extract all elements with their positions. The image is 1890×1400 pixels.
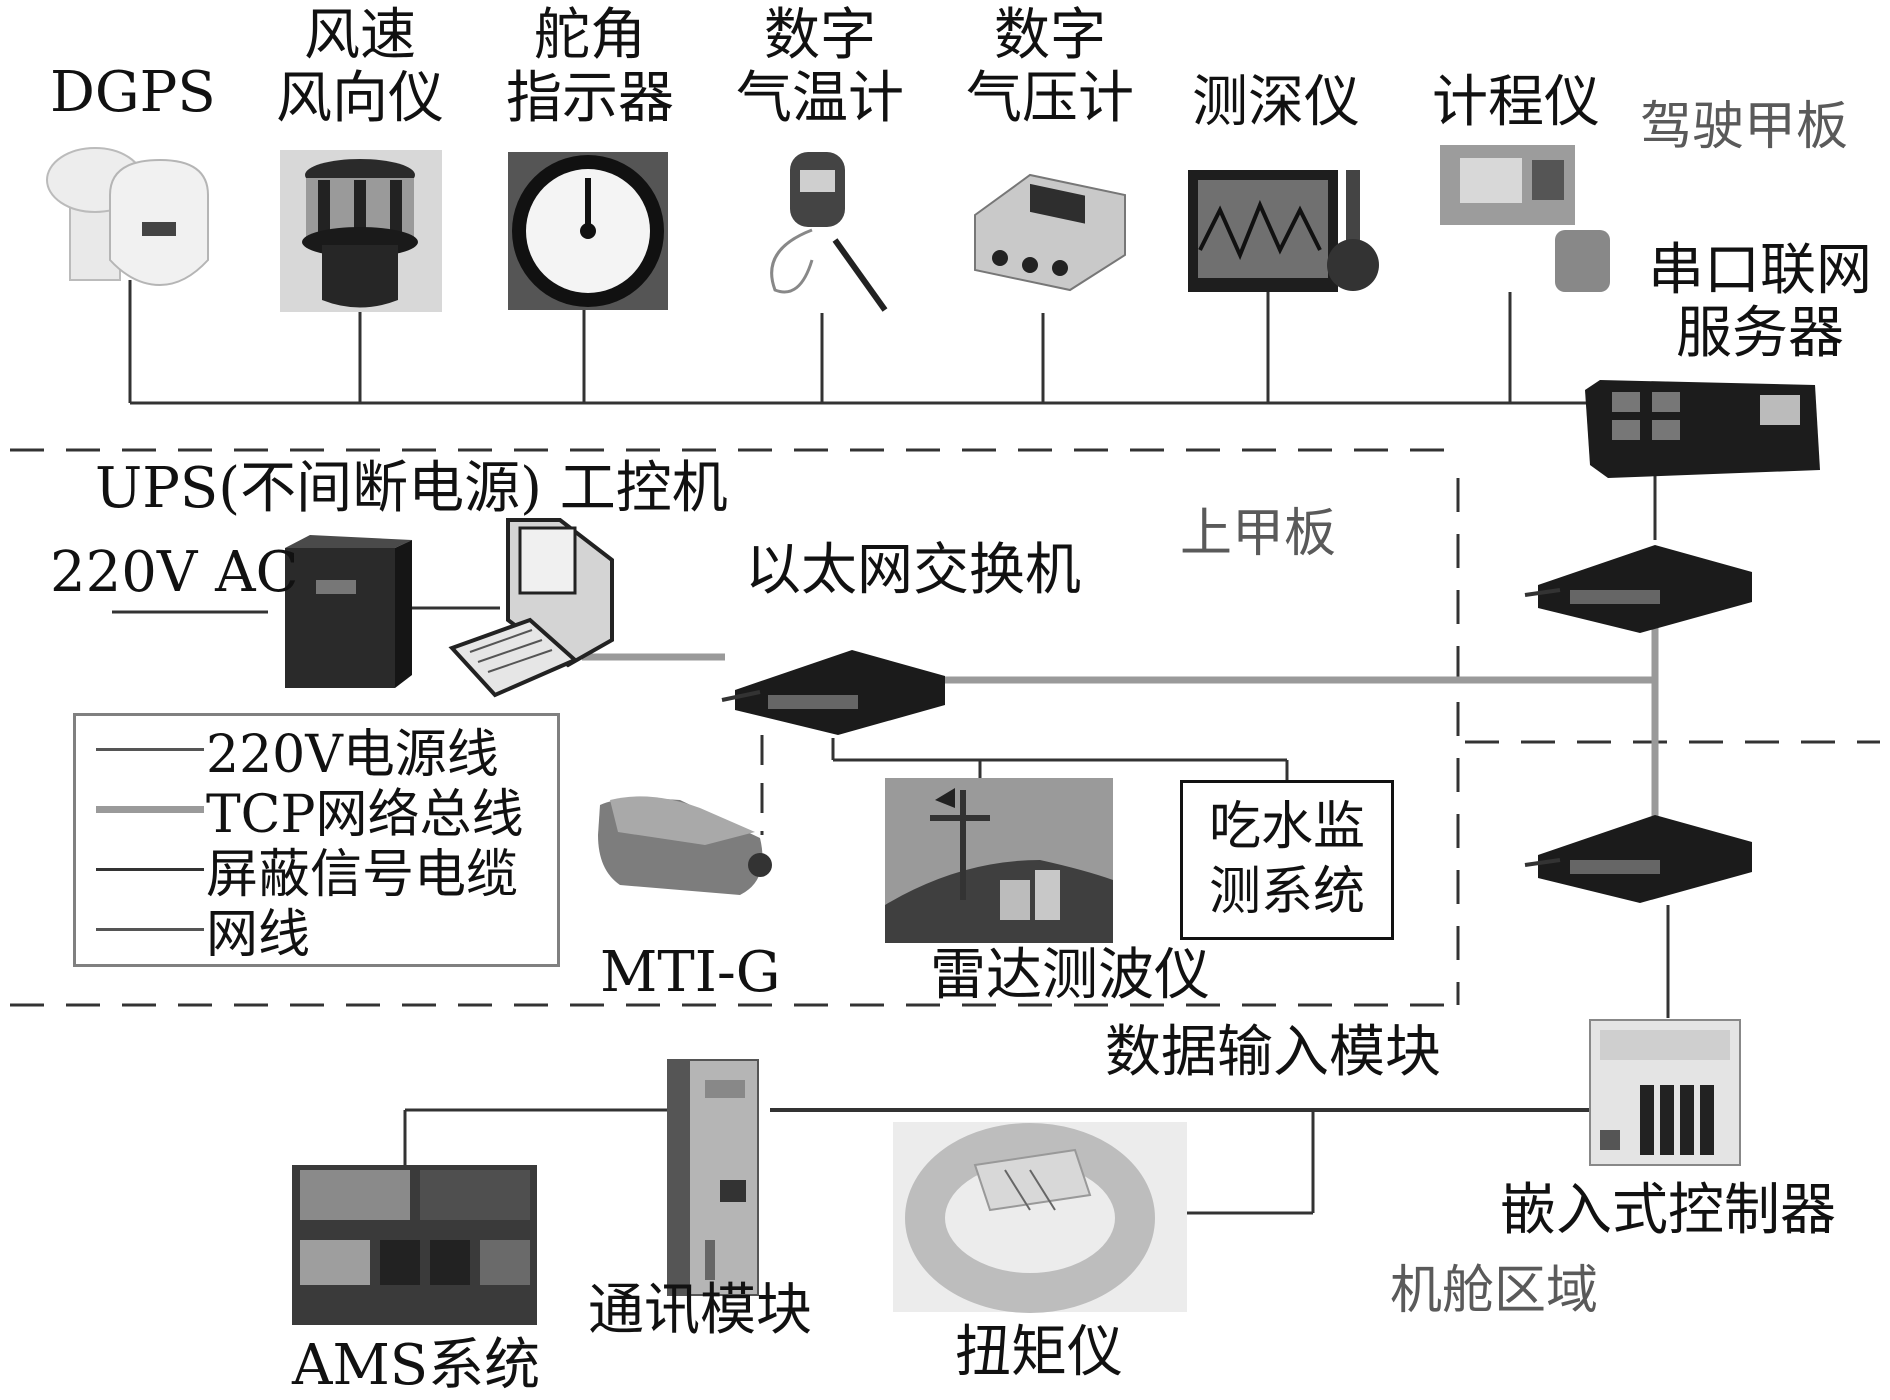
label-baro-line1: 数字 [994, 3, 1106, 68]
draft-monitoring-box: 吃水监测系统 [1180, 780, 1394, 940]
legend-swatch-power [96, 747, 204, 751]
label-thermo-line1: 数字 [764, 3, 876, 68]
comm-module-image [667, 1059, 759, 1296]
legend-label-power: 220V电源线 [206, 724, 499, 785]
label-embedded: 嵌入式控制器 [1500, 1178, 1836, 1243]
label-serial-server-line1: 串口联网 [1648, 238, 1872, 303]
zone-dividers [10, 448, 1880, 1007]
label-thermo-line2: 气温计 [736, 65, 904, 131]
legend-item-shielded: 屏蔽信号电缆 [96, 839, 518, 905]
label-ups-ipc: UPS(不间断电源) 工控机 [95, 456, 728, 521]
label-thermo: 数字 气温计 [725, 3, 915, 131]
label-rudder: 舵角 指示器 [495, 3, 685, 131]
torque-meter-image [893, 1122, 1187, 1313]
switch-bottom-image [1524, 815, 1752, 903]
switch-main-image [721, 650, 945, 735]
label-comm: 通讯模块 [588, 1278, 812, 1343]
legend-swatch-tcp [96, 805, 204, 813]
label-baro: 数字 气压计 [955, 3, 1145, 131]
legend-label-network: 网线 [206, 904, 311, 965]
label-dgps: DGPS [50, 60, 216, 125]
switch-top-image [1524, 545, 1752, 633]
label-serial-server-line2: 服务器 [1676, 300, 1844, 366]
label-data-input: 数据输入模块 [1105, 1020, 1441, 1085]
label-log: 计程仪 [1432, 70, 1600, 135]
legend-swatch-network [96, 927, 204, 931]
signal-lines [112, 606, 1670, 1215]
ams-system-image [292, 1165, 537, 1325]
label-rudder-line1: 舵角 [534, 3, 646, 68]
log-image [1440, 145, 1610, 292]
label-torque: 扭矩仪 [955, 1320, 1123, 1385]
label-ams: AMS系统 [292, 1333, 541, 1398]
legend: 220V电源线 TCP网络总线 屏蔽信号电缆 网线 [73, 713, 560, 967]
label-sounder: 测深仪 [1192, 70, 1360, 135]
legend-item-tcp: TCP网络总线 [96, 779, 523, 845]
mti-g-image [598, 796, 772, 895]
rudder-indicator-image [508, 152, 668, 310]
label-ac: 220V AC [50, 540, 299, 605]
legend-swatch-shielded [96, 867, 204, 871]
label-serial-server: 串口联网 服务器 [1640, 238, 1880, 366]
legend-label-tcp: TCP网络总线 [206, 784, 524, 845]
label-switch: 以太网交换机 [745, 538, 1081, 603]
zone-engine-label: 机舱区域 [1390, 1261, 1599, 1321]
serial-server-image [1585, 380, 1820, 478]
legend-item-network: 网线 [96, 899, 310, 965]
label-rudder-line2: 指示器 [506, 65, 674, 131]
label-wind: 风速 风向仪 [265, 3, 455, 131]
embedded-controller-image [1589, 1019, 1741, 1166]
ups-image [285, 535, 412, 688]
tcp-bus [582, 628, 1659, 835]
label-wind-line2: 风向仪 [276, 65, 444, 131]
barometer-image [974, 173, 1126, 292]
depth-sounder-image [1188, 170, 1379, 292]
label-radar: 雷达测波仪 [930, 943, 1210, 1008]
bridge-signal-bus [128, 280, 1657, 540]
label-baro-line2: 气压计 [966, 65, 1134, 131]
label-mti: MTI-G [600, 940, 781, 1005]
thermometer-image [770, 152, 888, 312]
label-wind-line1: 风速 [304, 3, 416, 68]
industrial-pc-image [448, 518, 614, 698]
label-draft: 吃水监测系统 [1208, 797, 1365, 922]
wind-sensor-image [280, 150, 442, 312]
zone-upper-label: 上甲板 [1180, 504, 1337, 564]
radar-wave-meter-image [885, 778, 1113, 943]
legend-label-shielded: 屏蔽信号电缆 [206, 844, 519, 905]
zone-bridge-label: 驾驶甲板 [1640, 97, 1849, 157]
dgps-antenna-image [46, 147, 209, 287]
legend-item-power: 220V电源线 [96, 719, 499, 785]
